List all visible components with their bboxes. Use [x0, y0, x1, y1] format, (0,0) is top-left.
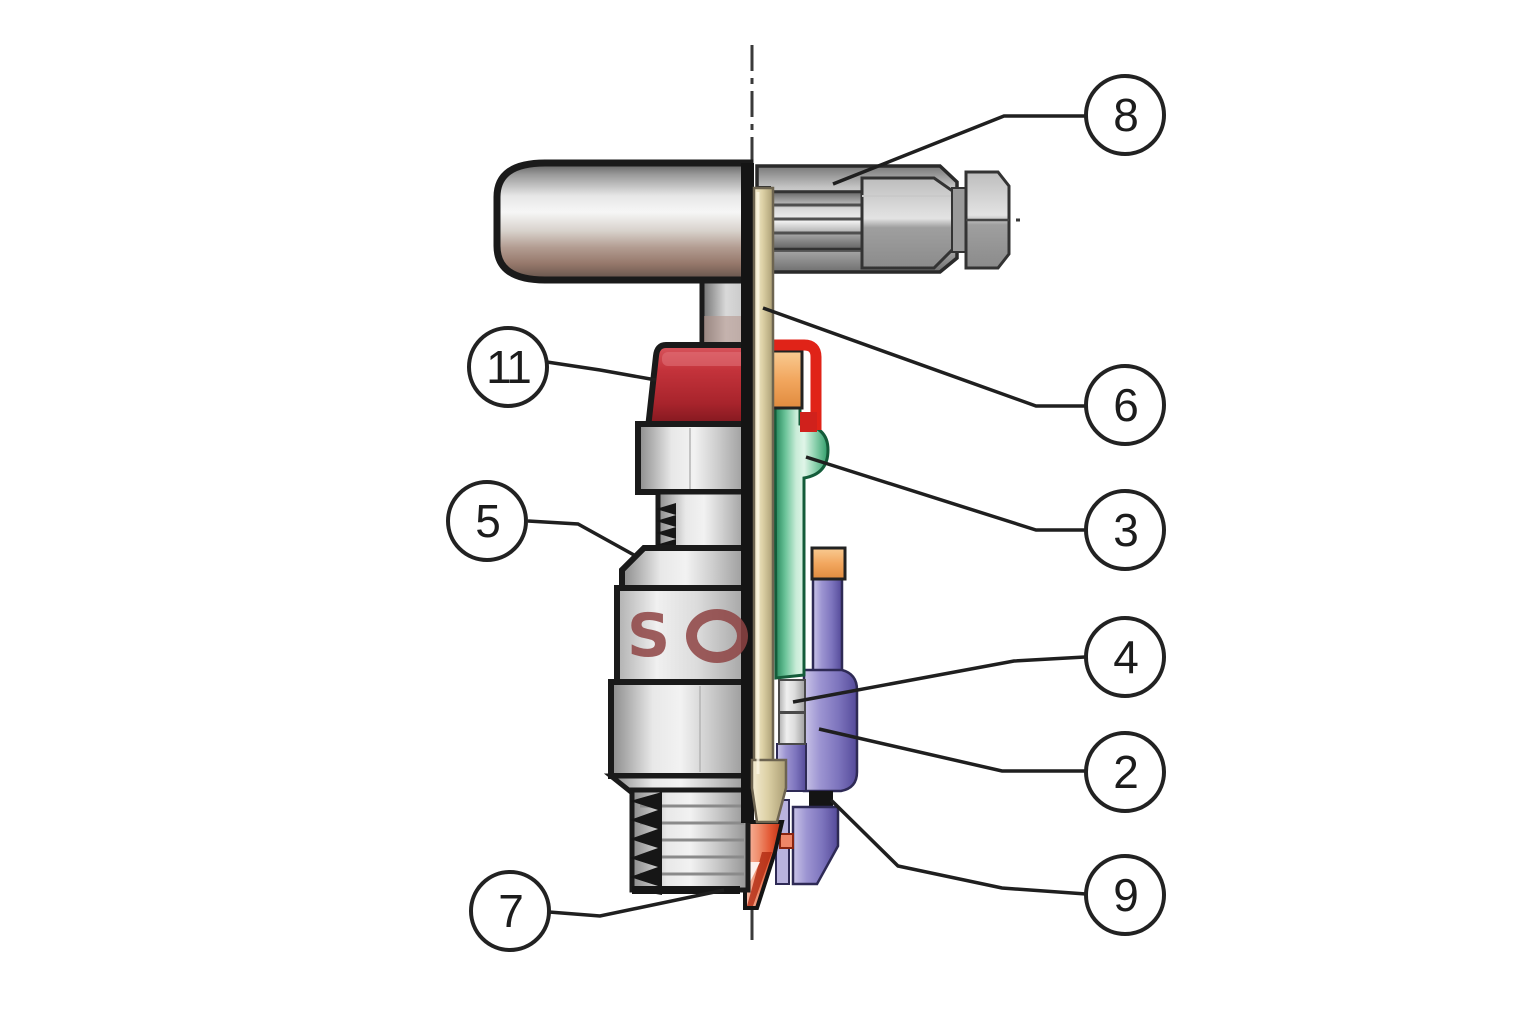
- callout-9-label: 9: [1113, 869, 1139, 921]
- callout-4-label: 4: [1113, 631, 1139, 683]
- leader-lines: [527, 114, 1087, 918]
- spacer-sleeve-lower: [778, 712, 806, 745]
- cut-face-tan-foot: [750, 758, 788, 824]
- callout-4: 4: [1084, 616, 1166, 698]
- leader-6: [762, 306, 1087, 408]
- callout-2-label: 2: [1113, 746, 1139, 798]
- internals: [743, 339, 859, 910]
- callout-2: 2: [1084, 731, 1166, 813]
- leader-3: [805, 455, 1087, 532]
- upper-stem-tint: [704, 316, 748, 346]
- cap-highlight: [662, 352, 746, 366]
- spacer-orange-upper: [770, 349, 804, 410]
- hex-section-lower: [608, 679, 753, 779]
- valve-seat-skirt: [791, 805, 840, 886]
- gland-washer: [951, 187, 967, 253]
- callout-7-label: 7: [498, 885, 524, 937]
- leader-8: [832, 114, 1087, 186]
- callout-8: 8: [1084, 74, 1166, 156]
- valve-seat-upper-column: [811, 576, 844, 680]
- gland-assembly: [755, 164, 1011, 274]
- callout-6: 6: [1084, 364, 1166, 446]
- callout-9: 9: [1084, 854, 1166, 936]
- handle-cylinder: [493, 159, 754, 284]
- callout-5: 5: [446, 480, 528, 562]
- gland-inner-sleeve: [860, 176, 956, 270]
- cap-section-ring-foot: [800, 412, 817, 432]
- callout-11-label: 11: [486, 341, 532, 393]
- leader-2: [818, 727, 1087, 773]
- callout-5-label: 5: [475, 495, 501, 547]
- logo-letter-s: S: [627, 601, 671, 671]
- spacer-sleeve-upper: [778, 679, 806, 713]
- threaded-end-bottom-edge: [632, 886, 740, 894]
- nozzle-shadow: [747, 852, 772, 906]
- body-shoulder: [619, 545, 753, 591]
- leader-5: [527, 519, 635, 557]
- leader-4: [792, 655, 1086, 704]
- callout-3: 3: [1084, 489, 1166, 571]
- spacer-orange-lower: [810, 546, 847, 581]
- leader-7: [548, 888, 725, 918]
- logo-letter-o: [686, 609, 749, 663]
- cut-plane-line: [741, 163, 754, 823]
- callout-11: 11: [467, 326, 549, 408]
- thread-teeth-large: [630, 792, 662, 895]
- callout-7: 7: [469, 870, 551, 952]
- callout-3-label: 3: [1113, 504, 1139, 556]
- valve-body: [493, 159, 754, 895]
- leader-11: [546, 360, 657, 382]
- packing-rings: [760, 190, 864, 252]
- nozzle-flange: [779, 833, 794, 849]
- body-marking: S: [627, 600, 749, 672]
- hex-section-upper: [635, 421, 753, 495]
- seat-groove-notch: [809, 791, 833, 807]
- leader-9: [829, 798, 1087, 896]
- callout-8-label: 8: [1113, 89, 1139, 141]
- callout-6-label: 6: [1113, 379, 1139, 431]
- section-cut: [741, 163, 788, 824]
